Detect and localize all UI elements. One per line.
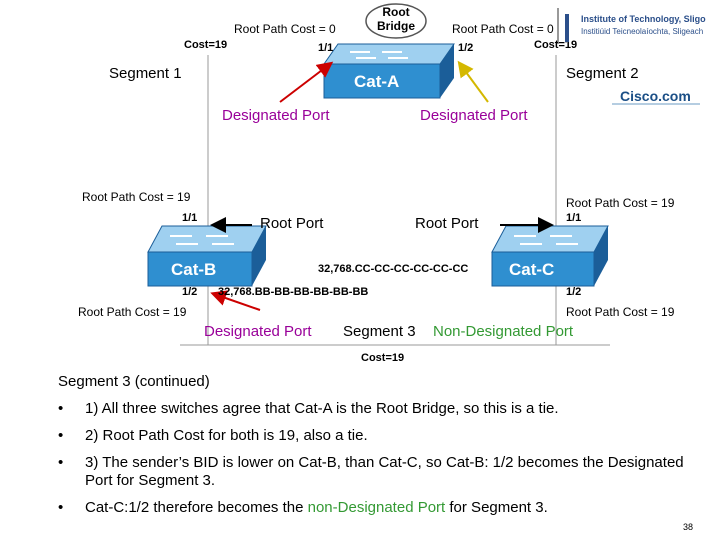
segment1-label: Segment 1: [109, 65, 182, 82]
cat-c-name: Cat-C: [509, 260, 555, 279]
segment2-label: Segment 2: [566, 65, 639, 82]
institute-name: Institute of Technology, Sligo: [581, 14, 706, 24]
root-path-cost-cat-a-right: Root Path Cost = 0: [452, 22, 554, 36]
notes-heading: Segment 3 (continued): [58, 373, 210, 390]
cost-segment3: Cost=19: [361, 352, 405, 364]
cisco-logo: Cisco.com: [620, 88, 691, 104]
segment3-label: Segment 3: [343, 323, 416, 340]
non-designated-port-segment3: Non-Designated Port: [433, 323, 574, 340]
designated-port-segment2: Designated Port: [420, 107, 528, 124]
root-port-cat-c: Root Port: [415, 215, 479, 232]
designated-arrow-bottom: [210, 290, 261, 311]
page-number: 38: [683, 522, 694, 532]
designated-port-segment1: Designated Port: [222, 107, 330, 124]
cat-c-root-path-cost-bottom: Root Path Cost = 19: [566, 305, 675, 319]
cat-a-name: Cat-A: [354, 72, 400, 91]
designated-arrow-right: [457, 60, 489, 103]
cat-b-name: Cat-B: [171, 260, 217, 279]
cat-a-switch-icon: [323, 43, 455, 99]
cat-c-switch-icon: [491, 225, 609, 287]
cat-c-port-1-1: 1/1: [566, 212, 582, 224]
cost-segment2: Cost=19: [534, 39, 578, 51]
root-bridge-label: Root Bridge: [376, 5, 415, 33]
cost-segment1: Cost=19: [184, 39, 228, 51]
designated-arrow-left: [279, 61, 334, 103]
cat-b-bid: 32,768.BB-BB-BB-BB-BB-BB: [218, 286, 369, 298]
cat-b-root-path-cost-top: Root Path Cost = 19: [82, 190, 191, 204]
cat-b-port-1-1: 1/1: [182, 212, 198, 224]
cat-c-port-1-2: 1/2: [566, 286, 582, 298]
cat-b-root-path-cost-bottom: Root Path Cost = 19: [78, 305, 187, 319]
cat-c-bid: 32,768.CC-CC-CC-CC-CC-CC: [318, 263, 469, 275]
cat-b-switch-icon: [147, 225, 267, 287]
cat-b-port-1-2: 1/2: [182, 286, 198, 298]
root-port-cat-b: Root Port: [260, 215, 324, 232]
cat-a-port-1-1: 1/1: [318, 42, 334, 54]
designated-port-segment3: Designated Port: [204, 323, 312, 340]
institute-name-irish: Institiúid Teicneolaíochta, Sligeach: [581, 27, 704, 36]
cat-c-root-path-cost-top: Root Path Cost = 19: [566, 196, 675, 210]
root-bridge-cloud: [365, 3, 427, 39]
root-path-cost-cat-a-left: Root Path Cost = 0: [234, 22, 336, 36]
cat-a-port-1-2: 1/2: [458, 42, 474, 54]
institute-logo-icon: [565, 14, 581, 42]
